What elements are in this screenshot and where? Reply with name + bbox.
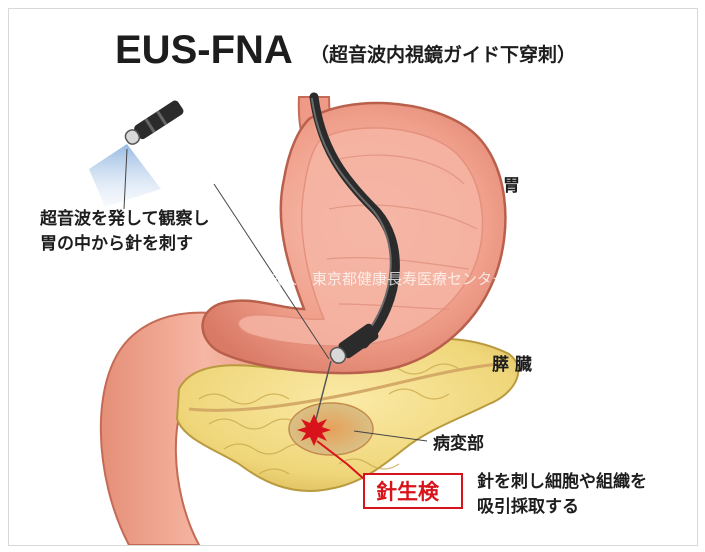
title-main: EUS-FNA bbox=[115, 28, 293, 72]
biopsy-note-line1: 針を刺し細胞や組織を bbox=[477, 471, 647, 492]
inset-ultrasound-scope bbox=[89, 99, 185, 209]
label-stomach: 胃 bbox=[503, 176, 520, 196]
label-biopsy: 針生検 bbox=[376, 480, 440, 504]
watermark: 地方独立行政法人 東京都健康長寿医療センター bbox=[177, 270, 507, 288]
eus-fna-diagram: EUS-FNA （超音波内視鏡ガイド下穿刺） bbox=[9, 9, 697, 545]
scope-note-line2: 胃の中から針を刺す bbox=[40, 233, 193, 254]
label-lesion: 病変部 bbox=[433, 433, 484, 454]
title-sub: （超音波内視鏡ガイド下穿刺） bbox=[310, 43, 576, 66]
scope-note-line1: 超音波を発して観察し bbox=[40, 208, 210, 229]
label-pancreas: 膵 臓 bbox=[492, 354, 532, 375]
biopsy-note-line2: 吸引採取する bbox=[477, 496, 579, 517]
figure-frame: EUS-FNA （超音波内視鏡ガイド下穿刺） bbox=[8, 8, 698, 546]
